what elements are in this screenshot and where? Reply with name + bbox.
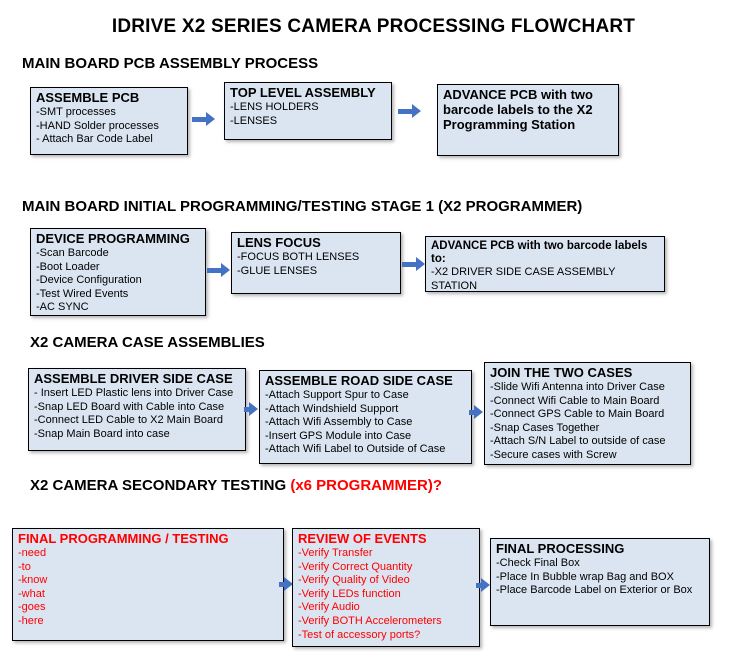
box-item: -need [18, 546, 47, 559]
flow-box-device-programming: DEVICE PROGRAMMING-Scan Barcode-Boot Loa… [30, 228, 206, 316]
heading-red-note: (x6 PROGRAMMER)? [286, 477, 442, 494]
box-title: ASSEMBLE ROAD SIDE CASE [265, 373, 453, 388]
box-title: LENS FOCUS [237, 235, 321, 250]
box-item: -HAND Solder processes [36, 119, 159, 132]
box-item: -Insert GPS Module into Case [265, 429, 412, 442]
flow-arrow-icon [469, 405, 483, 419]
box-item: -what [18, 587, 45, 600]
flow-box-advance-pcb-case-assembly: ADVANCE PCB with two barcode labels to:-… [425, 236, 665, 292]
page-title: IDRIVE X2 SERIES CAMERA PROCESSING FLOWC… [111, 16, 636, 37]
arrow-bar [402, 261, 416, 267]
box-item: -X2 DRIVER SIDE CASE ASSEMBLY STATION [431, 266, 616, 292]
arrow-head [481, 578, 490, 592]
box-title: ADVANCE PCB with two barcode labels to: [431, 240, 648, 266]
arrow-head [249, 402, 258, 416]
section-heading-initial-programming: MAIN BOARD INITIAL PROGRAMMING/TESTING S… [22, 198, 583, 215]
section-heading-case-assemblies: X2 CAMERA CASE ASSEMBLIES [30, 334, 265, 351]
box-item: -Slide Wifi Antenna into Driver Case [490, 380, 665, 393]
box-title: FINAL PROGRAMMING / TESTING [18, 531, 229, 546]
box-item: -Attach S/N Label to outside of case [490, 435, 666, 448]
box-title: ASSEMBLE PCB [36, 90, 140, 105]
flow-box-lens-focus: LENS FOCUS-FOCUS BOTH LENSES-GLUE LENSES [231, 232, 401, 294]
box-item: -Check Final Box [496, 556, 580, 569]
box-title: JOIN THE TWO CASES [490, 365, 633, 380]
arrow-bar [192, 116, 206, 122]
arrow-bar [244, 406, 249, 412]
arrow-head [416, 257, 425, 271]
arrow-head [221, 263, 230, 277]
section-heading-pcb-assembly: MAIN BOARD PCB ASSEMBLY PROCESS [22, 55, 319, 72]
arrow-bar [279, 581, 284, 587]
flow-arrow-icon [244, 402, 258, 416]
box-item: -Connect LED Cable to X2 Main Board [34, 414, 223, 427]
box-item: -FOCUS BOTH LENSES [237, 250, 360, 263]
box-item: -Snap LED Board with Cable into Case [34, 400, 225, 413]
flow-box-top-level-assembly: TOP LEVEL ASSEMBLY-LENS HOLDERS-LENSES [224, 82, 392, 140]
box-title: TOP LEVEL ASSEMBLY [230, 85, 376, 100]
box-item: -Attach Wifi Label to Outside of Case [265, 443, 446, 456]
arrow-bar [207, 267, 221, 273]
flow-box-final-programming-testing: FINAL PROGRAMMING / TESTING-need-to-know… [12, 528, 284, 641]
box-item: -Connect Wifi Cable to Main Board [490, 394, 660, 407]
arrow-head [206, 112, 215, 126]
section-heading-secondary-testing: X2 CAMERA SECONDARY TESTING (x6 PROGRAMM… [30, 477, 442, 494]
box-item: -Scan Barcode [36, 246, 109, 259]
box-item: -Verify Quality of Video [298, 574, 410, 587]
flow-arrow-icon [402, 257, 425, 271]
box-item: -Verify LEDs function [298, 587, 401, 600]
flow-box-assemble-road-side-case: ASSEMBLE ROAD SIDE CASE-Attach Support S… [259, 370, 472, 464]
box-item: - Attach Bar Code Label [36, 133, 153, 146]
box-item: -GLUE LENSES [237, 264, 318, 277]
arrow-head [412, 104, 421, 118]
box-item: -Attach Wifi Assembly to Case [265, 416, 413, 429]
box-item: -goes [18, 601, 46, 614]
box-item: -Connect GPS Cable to Main Board [490, 408, 665, 421]
flow-arrow-icon [207, 263, 230, 277]
flow-box-assemble-pcb: ASSEMBLE PCB-SMT processes-HAND Solder p… [30, 87, 188, 155]
box-item: -know [18, 574, 48, 587]
box-item: -Snap Cases Together [490, 421, 600, 434]
box-item: -Verify Correct Quantity [298, 560, 413, 573]
box-item: -Attach Windshield Support [265, 402, 399, 415]
flow-arrow-icon [192, 112, 215, 126]
box-item: -Verify Audio [298, 601, 360, 614]
box-item: -Device Configuration [36, 274, 142, 287]
arrow-bar [398, 108, 412, 114]
box-title: FINAL PROCESSING [496, 541, 625, 556]
flow-box-join-the-two-cases: JOIN THE TWO CASES-Slide Wifi Antenna in… [484, 362, 691, 465]
box-item: -here [18, 615, 44, 628]
box-item: -Snap Main Board into case [34, 427, 170, 440]
box-item: -AC SYNC [36, 301, 89, 314]
heading-text: X2 CAMERA SECONDARY TESTING [30, 477, 287, 494]
flow-box-final-processing: FINAL PROCESSING-Check Final Box-Place I… [490, 538, 710, 626]
box-item: - Insert LED Plastic lens into Driver Ca… [34, 386, 234, 399]
box-item: -to [18, 560, 31, 573]
flow-box-assemble-driver-side-case: ASSEMBLE DRIVER SIDE CASE- Insert LED Pl… [28, 368, 246, 451]
box-item: -Place Barcode Label on Exterior or Box [496, 584, 693, 597]
arrow-bar [476, 582, 481, 588]
box-item: -LENS HOLDERS [230, 100, 319, 113]
box-item: -Verify Transfer [298, 546, 373, 559]
box-title: DEVICE PROGRAMMING [36, 231, 190, 246]
box-item: -Test of accessory ports? [298, 628, 421, 641]
box-item: -SMT processes [36, 105, 116, 118]
box-item: -Place In Bubble wrap Bag and BOX [496, 570, 674, 583]
box-item: -Boot Loader [36, 260, 100, 273]
box-title: ADVANCE PCB with two barcode labels to t… [443, 87, 593, 132]
box-title: REVIEW OF EVENTS [298, 531, 427, 546]
arrow-bar [469, 409, 474, 415]
box-item: -LENSES [230, 114, 278, 127]
arrow-head [474, 405, 483, 419]
flow-box-advance-pcb-programming-station: ADVANCE PCB with two barcode labels to t… [437, 84, 619, 156]
arrow-head [284, 577, 293, 591]
box-item: -Secure cases with Screw [490, 449, 617, 462]
flow-arrow-icon [476, 578, 490, 592]
flow-box-review-of-events: REVIEW OF EVENTS-Verify Transfer-Verify … [292, 528, 480, 647]
box-title: ASSEMBLE DRIVER SIDE CASE [34, 371, 233, 386]
box-item: -Test Wired Events [36, 287, 129, 300]
box-item: -Attach Support Spur to Case [265, 388, 409, 401]
flow-arrow-icon [279, 577, 293, 591]
box-item: -Verify BOTH Accelerometers [298, 615, 442, 628]
flow-arrow-icon [398, 104, 421, 118]
